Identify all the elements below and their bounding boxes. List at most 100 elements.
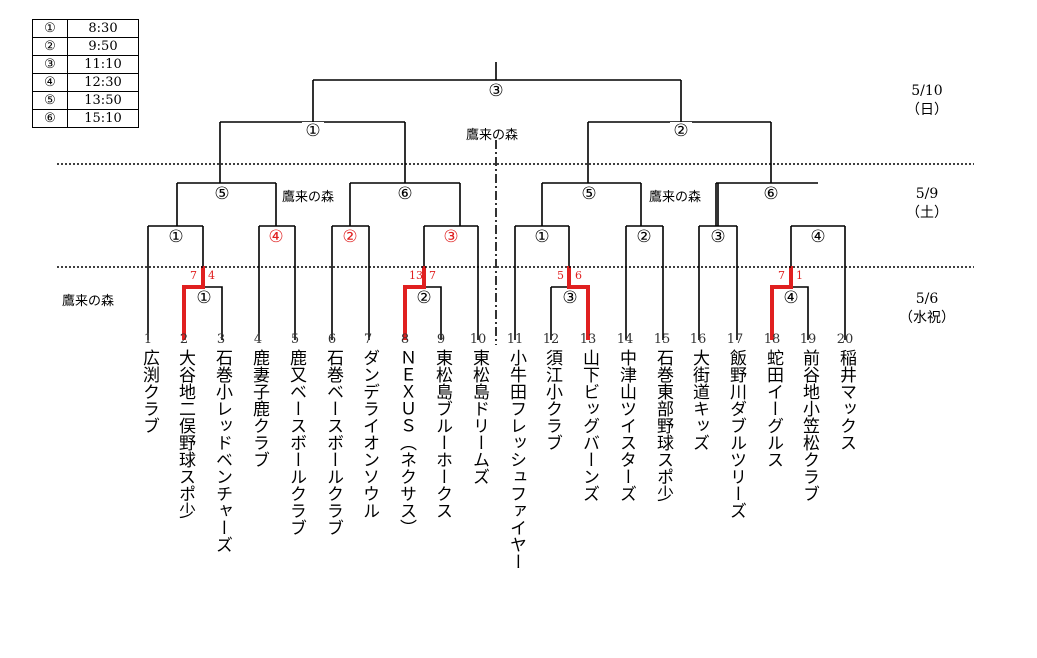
match-number: ③	[707, 228, 729, 246]
team-number: 1	[143, 332, 153, 347]
team-number: 5	[290, 332, 300, 347]
date-56: 5/6 （水祝）	[897, 290, 957, 328]
team-name: 石巻小レッドベンチャーズ	[212, 349, 232, 553]
bracket-line	[514, 225, 570, 340]
match-number: ①	[193, 289, 215, 307]
team-name: 石巻ベースボールクラブ	[323, 349, 343, 536]
match-number: ⑥	[760, 185, 782, 203]
venue-label: 鷹来の森	[62, 294, 115, 309]
day-text: （水祝）	[899, 310, 955, 326]
team-number: 17	[726, 332, 744, 347]
team-number: 8	[400, 332, 410, 347]
team-name: 石巻東部野球スポ少	[653, 349, 673, 502]
team-name: 飯野川ダブルツリーズ	[726, 349, 746, 519]
team-name: 山下ビッグバーンズ	[579, 349, 599, 502]
match-number: ④	[807, 228, 829, 246]
match-number: ②	[670, 122, 692, 140]
match-number: ②	[413, 289, 435, 307]
team-number: 15	[653, 332, 671, 347]
team-number: 14	[616, 332, 634, 347]
team-name: 鹿妻子鹿クラブ	[249, 349, 269, 468]
schedule-time: 15:10	[67, 109, 139, 128]
schedule-time: 12:30	[67, 73, 139, 92]
winner-line	[567, 266, 590, 340]
team-name: ダンデライオンソウル	[359, 349, 379, 519]
date-text: 5/10	[911, 83, 943, 99]
bracket-line	[424, 286, 442, 340]
bracket-line	[423, 225, 479, 340]
score: 7	[190, 269, 197, 282]
bracket-winner-lines	[182, 266, 793, 340]
winner-line	[403, 266, 426, 340]
day-text: （土）	[906, 205, 948, 221]
score: 13	[409, 269, 423, 282]
team-number: 3	[216, 332, 226, 347]
match-number: ④	[780, 289, 802, 307]
bracket-line	[541, 182, 642, 226]
team-number: 10	[469, 332, 487, 347]
team-number: 7	[363, 332, 373, 347]
team-number: 9	[436, 332, 446, 347]
bracket-line	[698, 225, 738, 340]
team-name: 前谷地小笠松クラブ	[799, 349, 819, 502]
bracket-line	[203, 286, 223, 340]
date-510: 5/10 （日）	[897, 82, 957, 120]
team-number: 20	[836, 332, 854, 347]
date-text: 5/6	[915, 291, 939, 307]
day-text: （日）	[906, 102, 948, 118]
bracket-line	[312, 62, 682, 122]
team-name: 大街道キッズ	[689, 349, 709, 451]
venue-label: 鷹来の森	[466, 128, 519, 143]
venue-label: 鷹来の森	[282, 190, 335, 205]
score: 4	[208, 269, 215, 282]
score: 1	[796, 269, 803, 282]
score: 5	[557, 269, 564, 282]
match-number: ②	[633, 228, 655, 246]
team-name: 大谷地二俣野球スポ少	[175, 349, 195, 519]
bracket-line	[550, 286, 569, 340]
match-number: ①	[302, 122, 324, 140]
team-name: 東松島ドリームズ	[469, 349, 489, 485]
team-name: 稲井マックス	[836, 349, 856, 451]
match-number: ⑥	[394, 185, 416, 203]
match-number: ⑤	[578, 185, 600, 203]
venue-label: 鷹来の森	[649, 190, 702, 205]
team-name: 須江小クラブ	[542, 349, 562, 451]
bracket-line	[147, 225, 204, 340]
match-number-red: ③	[440, 228, 462, 246]
score: 7	[778, 269, 785, 282]
team-number: 12	[542, 332, 560, 347]
date-text: 5/9	[915, 186, 939, 202]
team-name: 小牛田フレッシュファイヤー	[506, 349, 526, 570]
bracket-line	[176, 182, 277, 226]
team-name: 中津山ツイスターズ	[616, 349, 636, 502]
match-number: ①	[165, 228, 187, 246]
match-number-red: ②	[339, 228, 361, 246]
bracket-black-lines	[147, 62, 846, 340]
team-name: 広渕クラブ	[139, 349, 159, 434]
team-number: 16	[689, 332, 707, 347]
team-name: 蛇田イーグルス	[763, 349, 783, 468]
score: 6	[575, 269, 582, 282]
match-number: ③	[559, 289, 581, 307]
team-number: 13	[579, 332, 597, 347]
team-name: 鹿又ベースボールクラブ	[286, 349, 306, 536]
bracket-line	[715, 182, 818, 226]
bracket-line	[625, 225, 664, 340]
bracket-line	[331, 225, 370, 340]
schedule-num: ⑥	[32, 109, 68, 128]
bracket-line	[790, 225, 846, 340]
date-59: 5/9 （土）	[897, 185, 957, 223]
score: 7	[429, 269, 436, 282]
winner-line	[770, 266, 793, 340]
round-separators	[57, 163, 974, 268]
team-name: 東松島ブルーホークス	[432, 349, 452, 519]
team-number: 6	[327, 332, 337, 347]
match-number-red: ④	[265, 228, 287, 246]
match-number: ①	[531, 228, 553, 246]
